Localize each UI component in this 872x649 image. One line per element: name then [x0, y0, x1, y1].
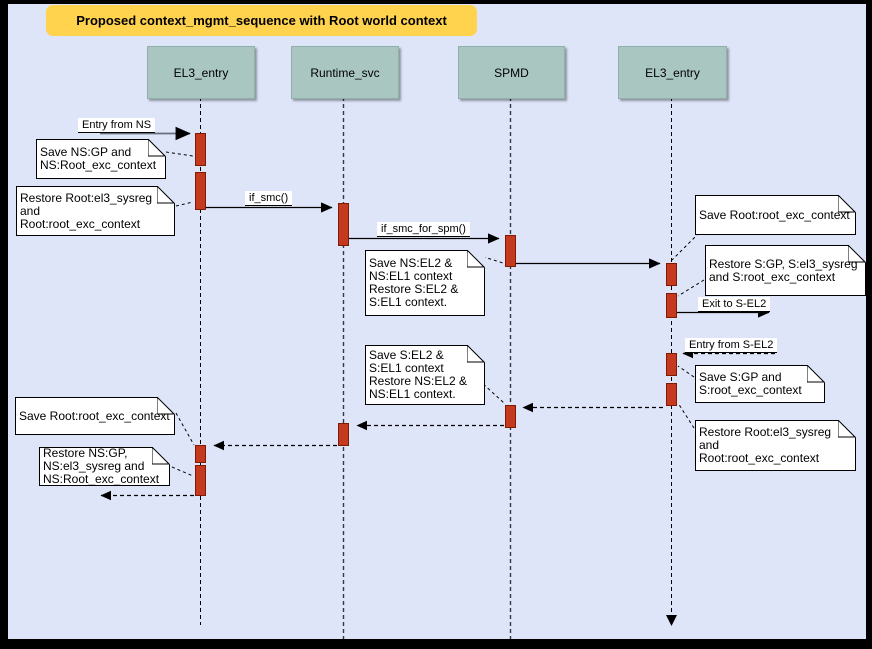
note-restore-root-left: Restore Root:el3_sysreg and Root:root_ex…: [16, 186, 175, 236]
note-fold-icon: [467, 250, 485, 268]
note-text: Save S:GP and S:root_exc_context: [699, 370, 802, 397]
message-label-if-smc-for-spm: if_smc_for_spm(): [377, 222, 470, 237]
diagram-canvas: [8, 4, 866, 639]
activation-el3entry2-4: [666, 383, 677, 406]
note-save-s-gp: Save S:GP and S:root_exc_context: [695, 365, 825, 403]
note-fold-icon: [157, 186, 175, 204]
note-text: Restore S:GP, S:el3_sysreg and S:root_ex…: [709, 256, 858, 284]
note-fold-icon: [838, 420, 856, 438]
note-fold-icon: [152, 447, 170, 465]
connector-note-save-ns-gp: [165, 151, 194, 157]
note-save-ns-gp: Save NS:GP and NS:Root_exc_context: [36, 139, 166, 179]
message-label-if-smc: if_smc(): [245, 191, 293, 206]
activation-el3entry1-4: [195, 465, 206, 496]
connector-note-save-root-right: [671, 232, 700, 261]
activation-el3entry2-2: [666, 293, 677, 318]
actor-spmd: SPMD: [458, 46, 565, 99]
note-text: Restore Root:el3_sysreg and Root:root_ex…: [699, 425, 832, 465]
connector-note-save-root-left: [175, 412, 195, 446]
note-text: Restore Root:el3_sysreg and Root:root_ex…: [20, 190, 153, 231]
connector-note-restore-s-gp: [677, 279, 705, 297]
actor-el3-entry-1: EL3_entry: [147, 46, 255, 99]
connector-note-restore-root-left: [175, 201, 194, 207]
note-text: Save Root:root_exc_context: [19, 408, 170, 423]
note-text: Save S:EL2 & S:EL1 context Restore NS:EL…: [369, 348, 468, 401]
note-text: Save NS:EL2 & NS:EL1 context Restore S:E…: [369, 256, 459, 309]
note-text: Restore NS:GP, NS:el3_sysreg and NS:Root…: [43, 446, 160, 486]
note-fold-icon: [838, 195, 856, 213]
actor-label: Runtime_svc: [310, 65, 380, 80]
note-text: Save Root:root_exc_context: [699, 207, 850, 222]
note-restore-ns-gp: Restore NS:GP, NS:el3_sysreg and NS:Root…: [39, 447, 170, 486]
activation-runtime-2: [338, 423, 349, 446]
actor-runtime-svc: Runtime_svc: [291, 46, 399, 99]
message-label-entry-from-ns: Entry from NS: [78, 118, 156, 133]
message-label-exit-to-sel2: Exit to S-EL2: [698, 297, 771, 312]
activation-el3entry2-3: [666, 353, 677, 376]
note-fold-icon: [157, 397, 175, 415]
message-label-entry-from-sel2: Entry from S-EL2: [685, 338, 778, 353]
activation-el3entry1-3: [195, 445, 206, 463]
connector-note-save-s-gp: [677, 365, 695, 378]
note-fold-icon: [467, 345, 485, 363]
note-save-root-exc-left: Save Root:root_exc_context: [15, 397, 175, 435]
connector-note-restore-ns-gp: [171, 466, 194, 477]
diagram-title: Proposed context_mgmt_sequence with Root…: [46, 5, 477, 36]
activation-spmd-1: [505, 235, 516, 267]
note-save-s-el2: Save S:EL2 & S:EL1 context Restore NS:EL…: [365, 345, 485, 405]
note-restore-s-gp: Restore S:GP, S:el3_sysreg and S:root_ex…: [705, 245, 866, 296]
note-fold-icon: [807, 365, 825, 383]
activation-runtime-1: [338, 203, 349, 246]
activation-el3entry1-1: [195, 133, 206, 166]
connector-note-restore-root-right: [677, 402, 695, 429]
note-save-ns-el2: Save NS:EL2 & NS:EL1 context Restore S:E…: [365, 250, 485, 316]
note-text: Save NS:GP and NS:Root_exc_context: [40, 145, 157, 172]
actor-label: EL3_entry: [645, 65, 700, 80]
note-save-root-exc-right: Save Root:root_exc_context: [695, 195, 856, 235]
actor-label: SPMD: [494, 65, 529, 80]
note-fold-icon: [148, 139, 166, 157]
activation-el3entry1-2: [195, 172, 206, 210]
note-restore-root-right: Restore Root:el3_sysreg and Root:root_ex…: [695, 420, 856, 471]
actor-label: EL3_entry: [173, 65, 229, 80]
actor-el3-entry-2: EL3_entry: [618, 46, 727, 99]
activation-el3entry2-1: [666, 263, 677, 286]
note-fold-icon: [848, 245, 866, 263]
activation-spmd-2: [505, 405, 516, 428]
